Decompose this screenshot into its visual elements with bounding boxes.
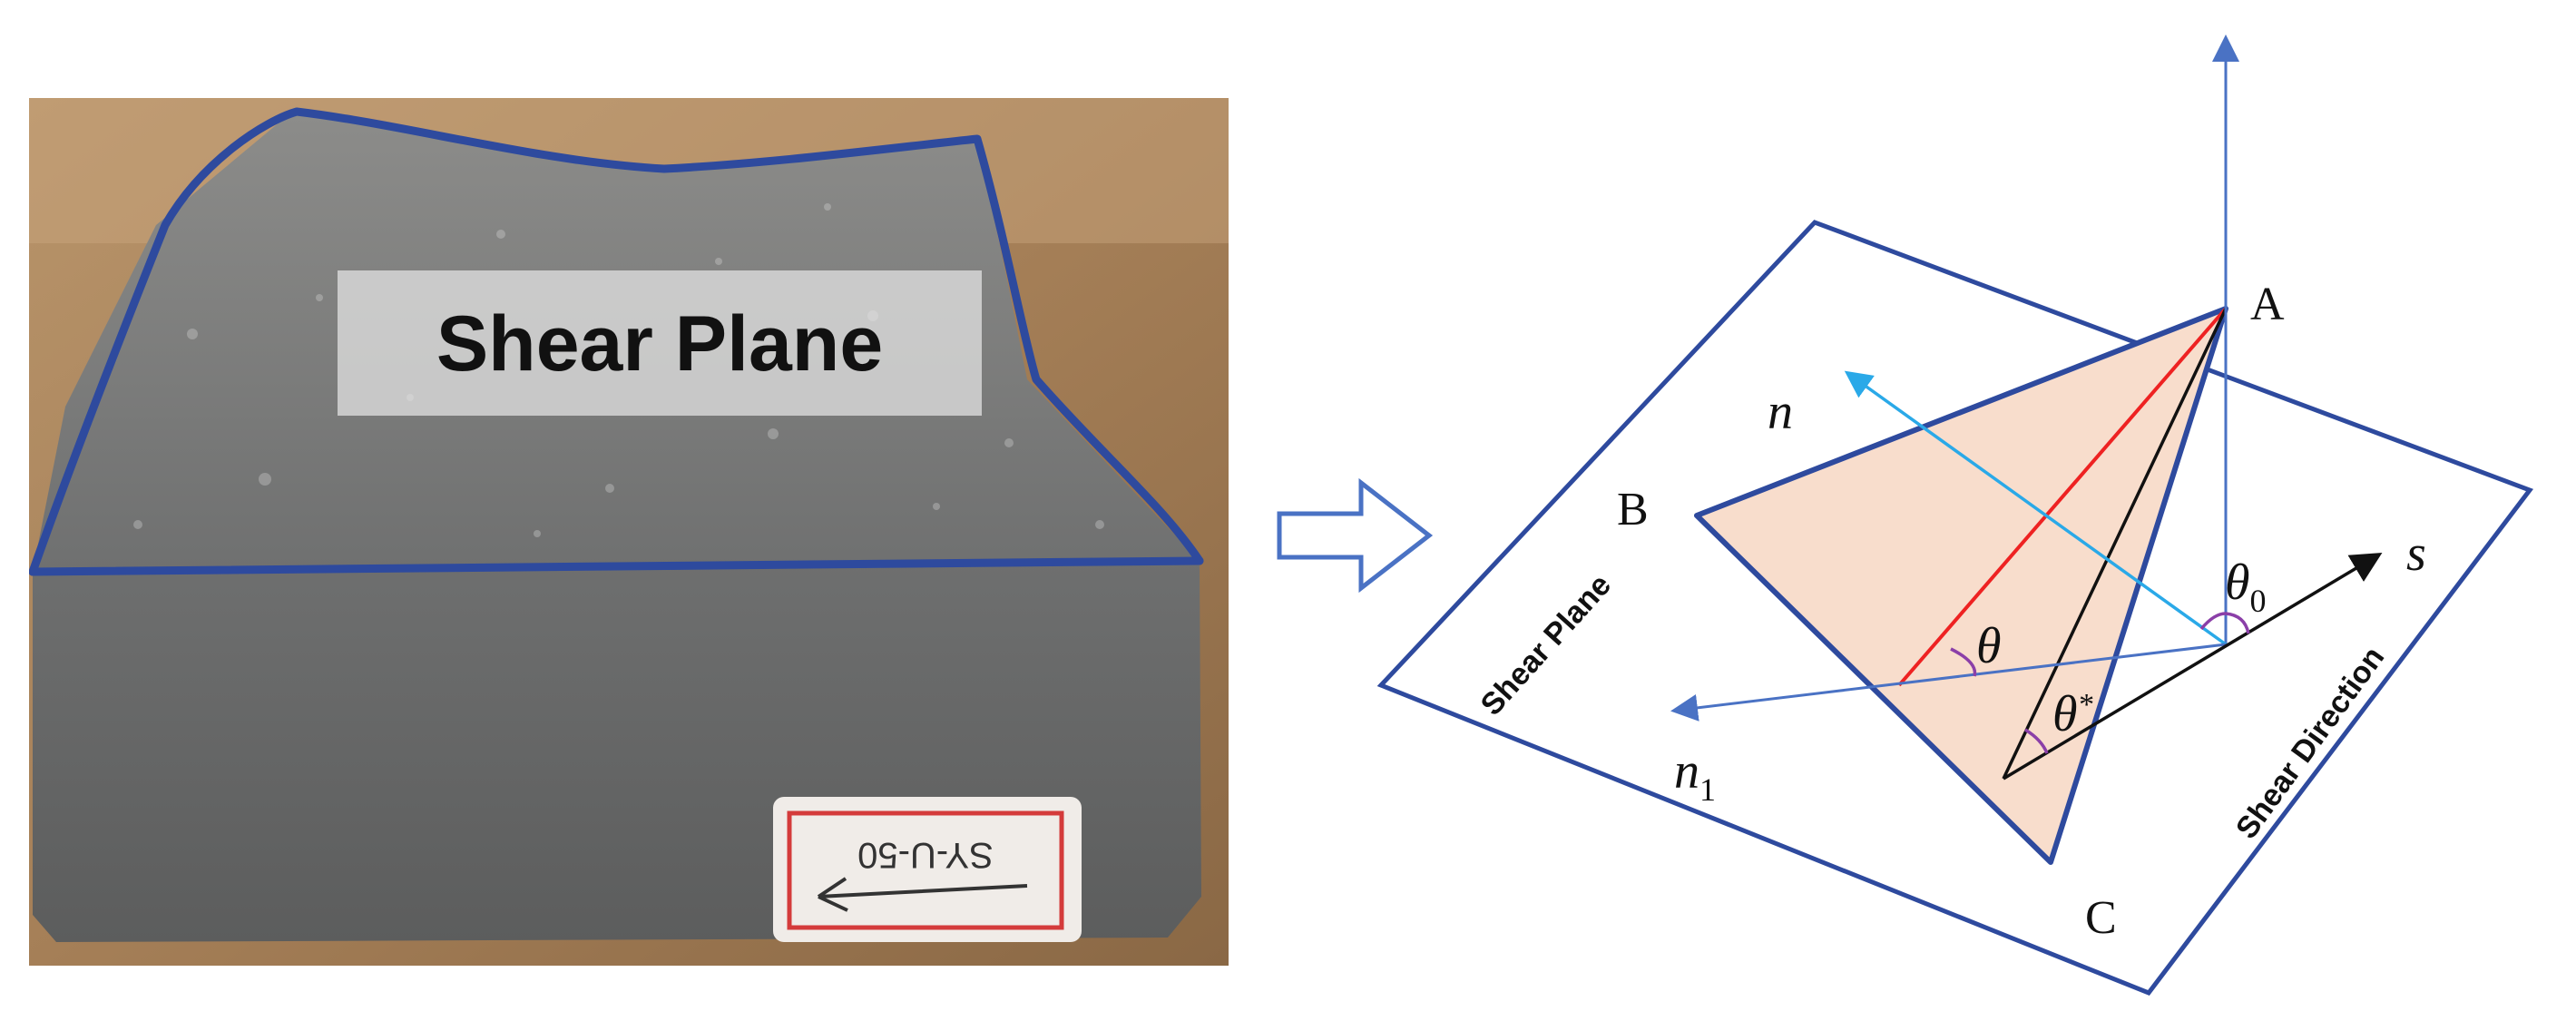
vector-s-label: s xyxy=(2406,525,2426,582)
point-b-label: B xyxy=(1617,484,1649,535)
vector-n1 xyxy=(1670,643,2227,722)
point-c-label: C xyxy=(2085,892,2117,944)
specimen-tag-text: SY-U-50 xyxy=(857,835,994,875)
shear-direction-vector-s xyxy=(2003,552,2383,781)
specimen-photo-svg: Shear Plane SY-U-50 xyxy=(28,98,1229,966)
point-a-label: A xyxy=(2250,279,2285,330)
theta0-label: θ0 xyxy=(2225,555,2267,619)
theta-arc xyxy=(1950,647,1977,677)
theta-star-label: θ* xyxy=(2052,686,2093,742)
red-line-a xyxy=(1897,307,2228,687)
label-box xyxy=(338,270,982,416)
specimen-tag xyxy=(773,797,1082,942)
shear-plane-photo-label: Shear Plane xyxy=(436,300,883,388)
tag-arrow-icon xyxy=(817,877,1028,912)
vector-n1-label: n1 xyxy=(1674,743,1716,808)
specimen-photo: Shear Plane SY-U-50 xyxy=(28,98,1229,966)
theta-star-arc xyxy=(2024,728,2049,754)
theta-label: θ xyxy=(1976,618,2002,674)
shear-plane-outline-top xyxy=(28,107,1204,576)
theta0-arc xyxy=(2199,612,2250,634)
shear-plane-outline-edge xyxy=(28,556,1204,576)
black-line-a xyxy=(2002,308,2228,780)
transition-arrow-icon xyxy=(1277,477,1434,594)
vector-n-label: n xyxy=(1768,384,1793,440)
normal-vector-n xyxy=(1844,370,2228,646)
